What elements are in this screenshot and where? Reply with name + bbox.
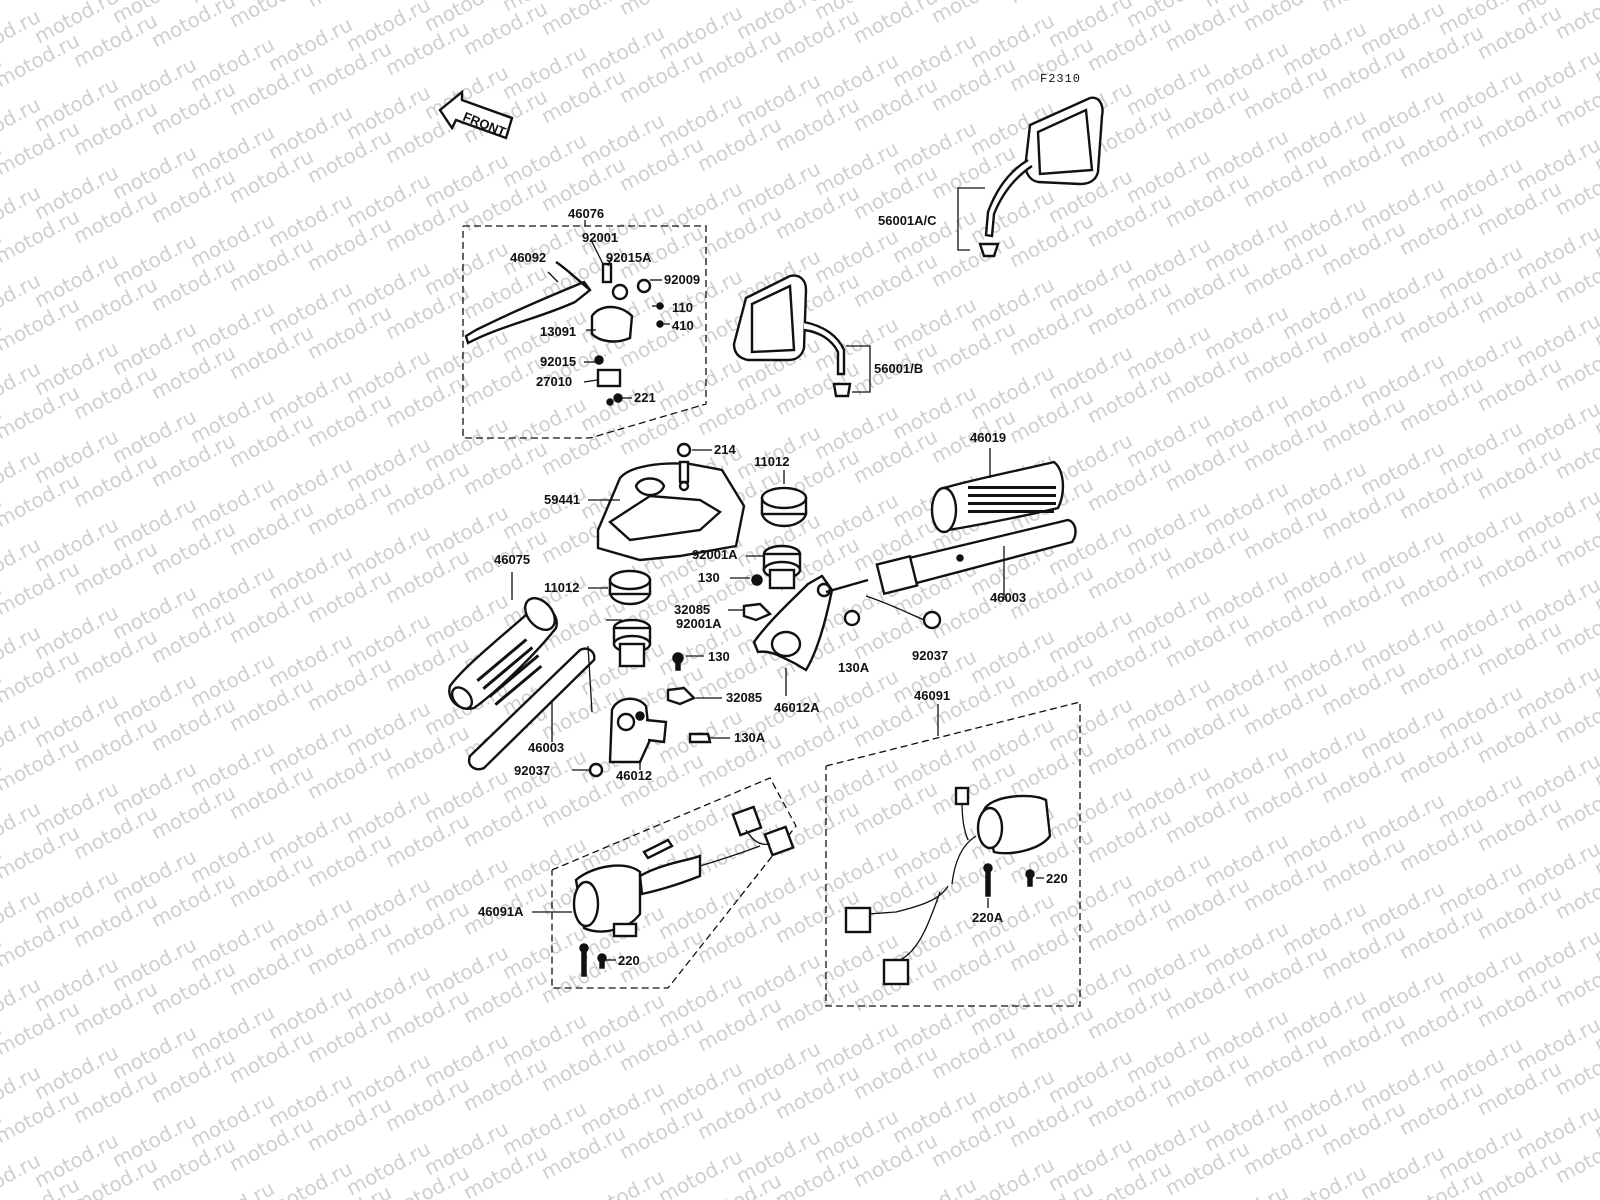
label-46012: 46012 [616,768,652,783]
watermark-text: motod.ru [186,1176,278,1200]
label-410: 410 [672,318,694,333]
right-grip-ribs [968,486,1056,513]
watermark-text: motod.ru [1278,1160,1370,1200]
label-92037-right: 92037 [912,648,948,663]
label-92015A: 92015A [606,250,652,265]
part-labels: 46076 92001 46092 92015A 92009 110 410 1… [478,206,1068,968]
watermark-text: motod.ru [576,1164,668,1200]
cable-clamp-lower [666,686,722,706]
handlebar-left [467,645,596,771]
right-bar-end [730,470,808,590]
mirror-left [732,274,871,398]
label-46019: 46019 [970,430,1006,445]
label-110: 110 [672,300,693,315]
label-46091A: 46091A [478,904,524,919]
watermark-text: motod.ru [1317,0,1409,16]
cable-clamp-upper [728,602,773,622]
diagram-code: F2310 [1040,72,1081,86]
right-grip [930,448,1065,534]
label-11012-right: 11012 [754,454,789,469]
label-92037-left: 92037 [514,763,550,778]
label-92001A-right: 92001A [692,547,738,562]
watermark-text: motod.ru [927,0,1019,28]
left-bar-end [588,569,652,668]
label-46003-left: 46003 [528,740,564,755]
handlebar-cover [588,442,746,562]
label-92001: 92001 [582,230,618,245]
right-holder [752,574,942,696]
label-92001A-left: 92001A [676,616,722,631]
label-221: 221 [634,390,656,405]
watermark-text: motod.ru [147,0,239,52]
label-32085-lower: 32085 [726,690,762,705]
watermark-text: motod.ru [1005,0,1097,8]
label-130A-right: 130A [838,660,870,675]
label-46003-right: 46003 [990,590,1026,605]
label-32085-upper: 32085 [674,602,710,617]
label-46092: 46092 [510,250,546,265]
label-13091: 13091 [540,324,576,339]
connector-b [882,958,910,986]
watermark-text: motod.ru [225,0,317,32]
watermark-text: motod.ru [1551,0,1600,44]
label-46076: 46076 [568,206,604,221]
watermark-text: motod.ru [303,0,395,12]
left-switch-assembly [532,777,797,989]
label-92015: 92015 [540,354,576,369]
label-220-right: 220 [1046,871,1068,886]
label-46012A: 46012A [774,700,820,715]
watermark-text: motod.ru [1239,0,1331,36]
handlebar-right [875,518,1077,600]
lever-bracket [590,305,634,343]
watermark-text: motod.ru [615,0,707,20]
label-220A: 220A [972,910,1004,925]
left-grip [448,572,558,710]
clutch-switch [596,368,622,388]
label-59441: 59441 [544,492,580,507]
label-214: 214 [714,442,736,457]
label-92009: 92009 [664,272,700,287]
watermark-text: motod.ru [1200,1180,1292,1200]
right-switch-assembly [825,701,1081,1007]
bolt-130-left [672,652,704,671]
left-grip-ribs [476,638,543,706]
label-130-left: 130 [708,649,730,664]
label-220-left: 220 [618,953,640,968]
label-46091: 46091 [914,688,950,703]
label-56001-B: 56001/B [874,361,923,376]
watermark-text: motod.ru [1590,1168,1600,1200]
clutch-lever-assembly [462,220,707,439]
watermark-text: motod.ru [0,0,83,4]
label-130-right: 130 [698,570,720,585]
label-130A-left: 130A [734,730,766,745]
label-56001A-C: 56001A/C [878,213,937,228]
clutch-lever [464,261,592,345]
label-11012-left: 11012 [544,580,579,595]
left-holder [572,697,730,778]
label-46075: 46075 [494,552,530,567]
connector-a [844,906,872,934]
label-27010: 27010 [536,374,572,389]
mirror-right [957,96,1104,258]
watermark-text: motod.ru [537,0,629,40]
